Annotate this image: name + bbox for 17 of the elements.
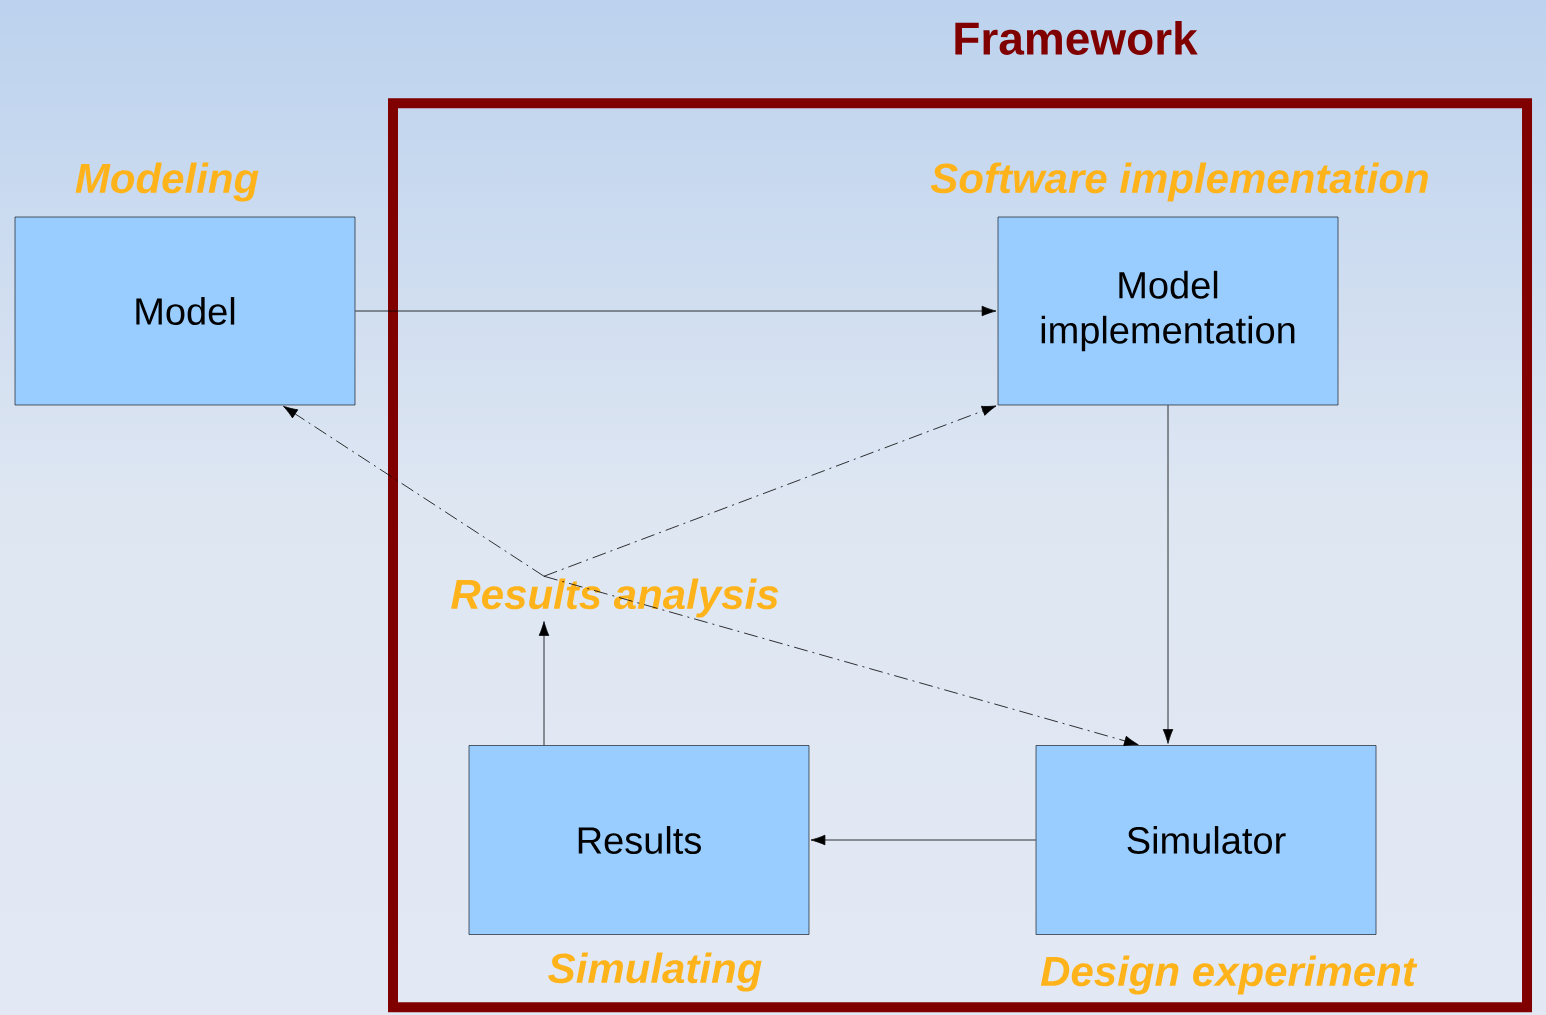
arrow — [354, 305, 997, 317]
framework-title: Framework — [955, 21, 1198, 55]
phase-label: Design experiment — [1040, 955, 1418, 995]
arrow — [810, 834, 1037, 846]
arrow — [1162, 404, 1174, 744]
arrow — [543, 575, 1139, 746]
arrow — [543, 405, 997, 577]
process-box: Simulator — [1035, 745, 1377, 935]
process-box: Results — [468, 745, 810, 935]
process-box: Model — [14, 216, 356, 406]
arrow — [538, 621, 550, 746]
process-box: Model implementation — [997, 216, 1339, 406]
phase-label: Modeling — [75, 162, 259, 202]
phase-label: Results analysis — [451, 578, 779, 618]
phase-label: Software implementation — [930, 162, 1428, 202]
phase-label: Simulating — [548, 952, 762, 992]
arrow — [283, 405, 545, 577]
